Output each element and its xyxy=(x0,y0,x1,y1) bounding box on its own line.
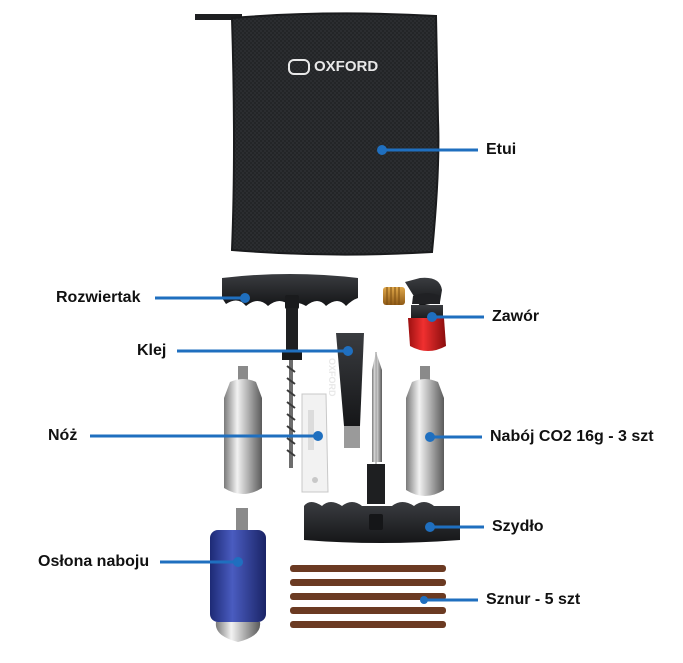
label-szydlo: Szydło xyxy=(492,518,544,535)
label-oslona: Osłona naboju xyxy=(38,553,150,570)
brand-mark-icon xyxy=(288,58,310,75)
leader-klej xyxy=(177,346,353,356)
label-rozwiertak: Rozwiertak xyxy=(56,289,141,306)
pouch-illustration xyxy=(195,12,440,256)
label-klej: Klej xyxy=(137,342,167,359)
glue-tube-illustration xyxy=(336,333,364,448)
label-sznur: Sznur - 5 szt xyxy=(486,591,581,608)
co2-canister-right-illustration xyxy=(406,366,444,496)
label-noz: Nóż xyxy=(48,427,78,444)
reamer-illustration xyxy=(222,274,358,468)
glue-brand-text: OXFORD xyxy=(327,358,337,397)
knife-illustration xyxy=(301,393,329,493)
label-naboj: Nabój CO2 16g - 3 szt xyxy=(490,428,654,445)
leader-naboj xyxy=(425,432,482,442)
pouch-brand-logo: OXFORD xyxy=(288,58,378,75)
co2-canister-left-illustration xyxy=(224,366,262,494)
glue-brand-logo: OXFORD xyxy=(327,358,337,397)
canister-sleeve-illustration xyxy=(210,508,266,642)
label-zawor: Zawór xyxy=(492,308,540,325)
leader-noz xyxy=(90,431,323,441)
repair-cords-illustration xyxy=(290,565,446,628)
leader-oslona xyxy=(160,557,243,567)
pouch-brand-text: OXFORD xyxy=(314,58,379,75)
label-etui: Etui xyxy=(486,141,517,158)
leader-zawor xyxy=(427,312,484,322)
leader-rozwiertak xyxy=(155,293,250,303)
leader-szydlo xyxy=(425,522,484,532)
awl-illustration xyxy=(304,352,460,543)
leader-lines xyxy=(90,145,484,604)
co2-valve-illustration xyxy=(383,277,446,351)
leader-etui xyxy=(377,145,478,155)
leader-sznur xyxy=(420,596,478,604)
